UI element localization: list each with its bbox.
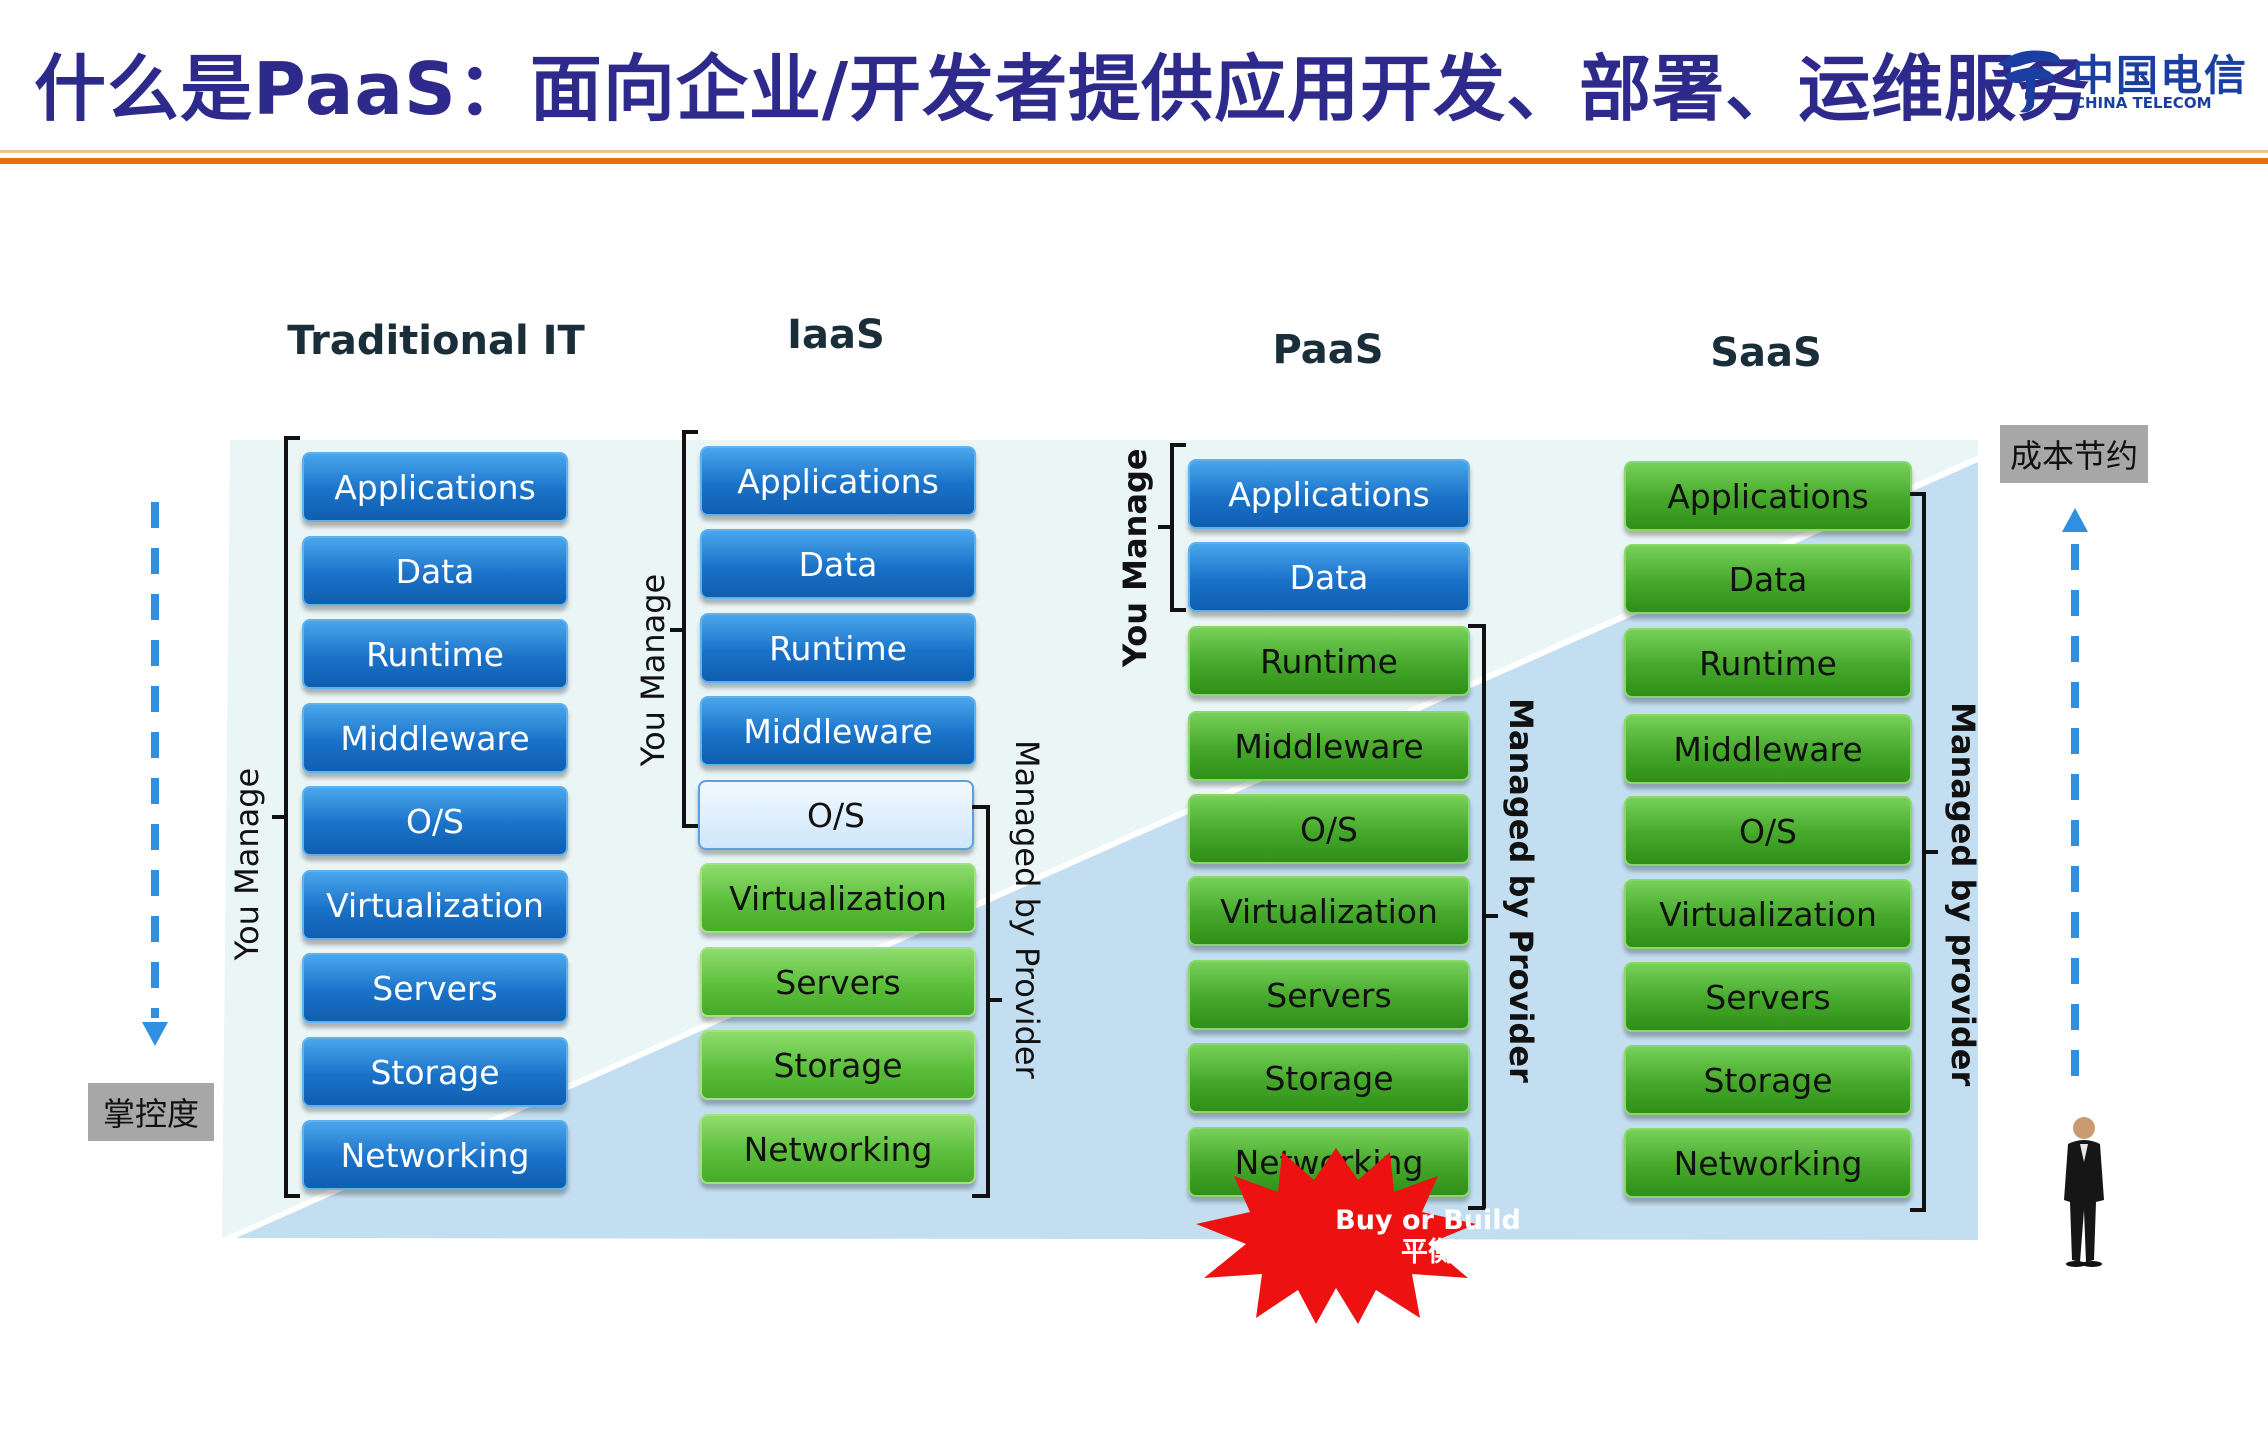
label-managed-by-provider-iaas: Managed by Provider: [1008, 740, 1046, 1079]
layer-virtualization: Virtualization: [1624, 879, 1912, 949]
layer-data: Data: [1188, 542, 1470, 612]
layer-runtime: Runtime: [1188, 626, 1470, 696]
logo-english-text: CHINA TELECOM: [2074, 94, 2212, 112]
page-title: 什么是PaaS：面向企业/开发者提供应用开发、部署、运维服务: [34, 47, 2091, 131]
layer-storage: Storage: [1188, 1043, 1470, 1113]
label-managed-by-provider-paas: Managed by Provider: [1502, 698, 1540, 1083]
layer-virtualization: Virtualization: [700, 863, 976, 933]
callout-line2: 平衡: [1401, 1237, 1455, 1268]
layer-storage: Storage: [1624, 1045, 1912, 1115]
layer-networking: Networking: [302, 1120, 568, 1190]
heading-saas: SaaS: [1710, 330, 1822, 376]
label-you-manage-paas: You Manage: [1116, 448, 1154, 667]
businessman-icon: [2064, 1117, 2104, 1267]
heading-iaas: IaaS: [787, 312, 885, 358]
layer-virtualization: Virtualization: [1188, 876, 1470, 946]
layer-servers: Servers: [700, 947, 976, 1017]
label-you-manage-iaas: You Manage: [634, 573, 672, 767]
buy-or-build-callout: Buy or Build 平衡: [1318, 1205, 1538, 1269]
layer-os: O/S: [1188, 794, 1470, 864]
label-managed-by-provider-saas: Managed by provider: [1944, 702, 1982, 1087]
china-telecom-emblem-icon: [1998, 50, 2061, 113]
layer-networking: Networking: [1624, 1128, 1912, 1198]
cost-up-arrow: [2062, 508, 2088, 1084]
layer-runtime: Runtime: [302, 619, 568, 689]
callout-line1: Buy or Build: [1335, 1205, 1521, 1236]
layer-middleware: Middleware: [302, 703, 568, 773]
layer-data: Data: [302, 536, 568, 606]
layer-storage: Storage: [302, 1037, 568, 1107]
china-telecom-logo: 中国电信 CHINA TELECOM: [1990, 42, 2250, 122]
layer-data: Data: [700, 529, 976, 599]
layer-servers: Servers: [302, 953, 568, 1023]
layer-networking: Networking: [700, 1114, 976, 1184]
layer-applications: Applications: [1188, 459, 1470, 529]
header-rule-orange: [0, 158, 2268, 164]
layer-middleware: Middleware: [700, 696, 976, 766]
logo-chinese-text: 中国电信: [2072, 51, 2249, 100]
layer-servers: Servers: [1188, 960, 1470, 1030]
buy-or-build-starburst: [1196, 1148, 1476, 1324]
layer-runtime: Runtime: [1624, 628, 1912, 698]
layer-os: O/S: [698, 780, 974, 850]
layer-os: O/S: [302, 786, 568, 856]
heading-traditional-it: Traditional IT: [287, 318, 585, 364]
layer-middleware: Middleware: [1188, 711, 1470, 781]
layer-applications: Applications: [302, 452, 568, 522]
layer-servers: Servers: [1624, 962, 1912, 1032]
layer-applications: Applications: [700, 446, 976, 516]
layer-runtime: Runtime: [700, 613, 976, 683]
layer-os: O/S: [1624, 796, 1912, 866]
layer-virtualization: Virtualization: [302, 870, 568, 940]
cost-saving-label: 成本节约: [2000, 425, 2148, 483]
layer-applications: Applications: [1624, 461, 1912, 531]
control-down-arrow: [142, 502, 168, 1046]
layer-data: Data: [1624, 544, 1912, 614]
layer-storage: Storage: [700, 1030, 976, 1100]
heading-paas: PaaS: [1272, 327, 1384, 373]
label-you-manage-traditional: You Manage: [228, 767, 266, 961]
layer-middleware: Middleware: [1624, 714, 1912, 784]
header-rule-light: [0, 150, 2268, 153]
control-label: 掌控度: [88, 1083, 214, 1141]
